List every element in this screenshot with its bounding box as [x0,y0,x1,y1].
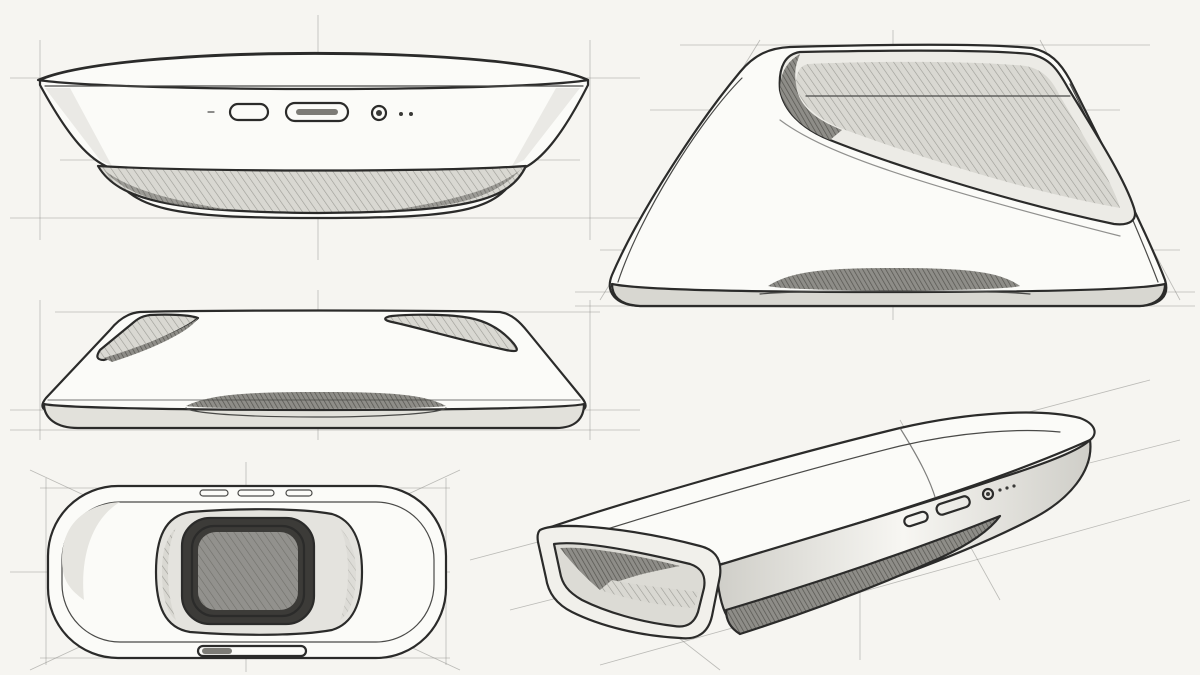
front-led-dot [409,112,413,116]
top-slot [237,489,275,497]
three-quarter-foot [768,268,1020,291]
top-slot [285,489,313,497]
perspective-led-dot [998,488,1002,492]
front-button-slot [228,102,270,122]
side-view [10,290,640,440]
perspective-usb-port [935,495,971,516]
front-view [10,15,640,260]
perspective-view [469,379,1191,671]
top-bottom-slot [196,644,308,658]
three-quarter-view [575,30,1195,320]
front-led-dot [399,112,403,116]
front-lid [36,51,590,91]
perspective-led-dot [1005,486,1009,490]
top-slot [199,489,229,497]
side-window-right [384,313,518,353]
perspective-led-dot [1012,484,1016,488]
front-usb-port [284,101,350,123]
perspective-audio-jack [981,487,995,501]
perspective-underside [724,514,1002,636]
three-quarter-base [610,282,1167,308]
side-base [42,402,586,430]
top-view [10,462,461,672]
side-window-left [96,313,200,362]
front-audio-jack [370,104,388,122]
front-lower-band [96,164,528,215]
perspective-button-slot [903,510,929,528]
